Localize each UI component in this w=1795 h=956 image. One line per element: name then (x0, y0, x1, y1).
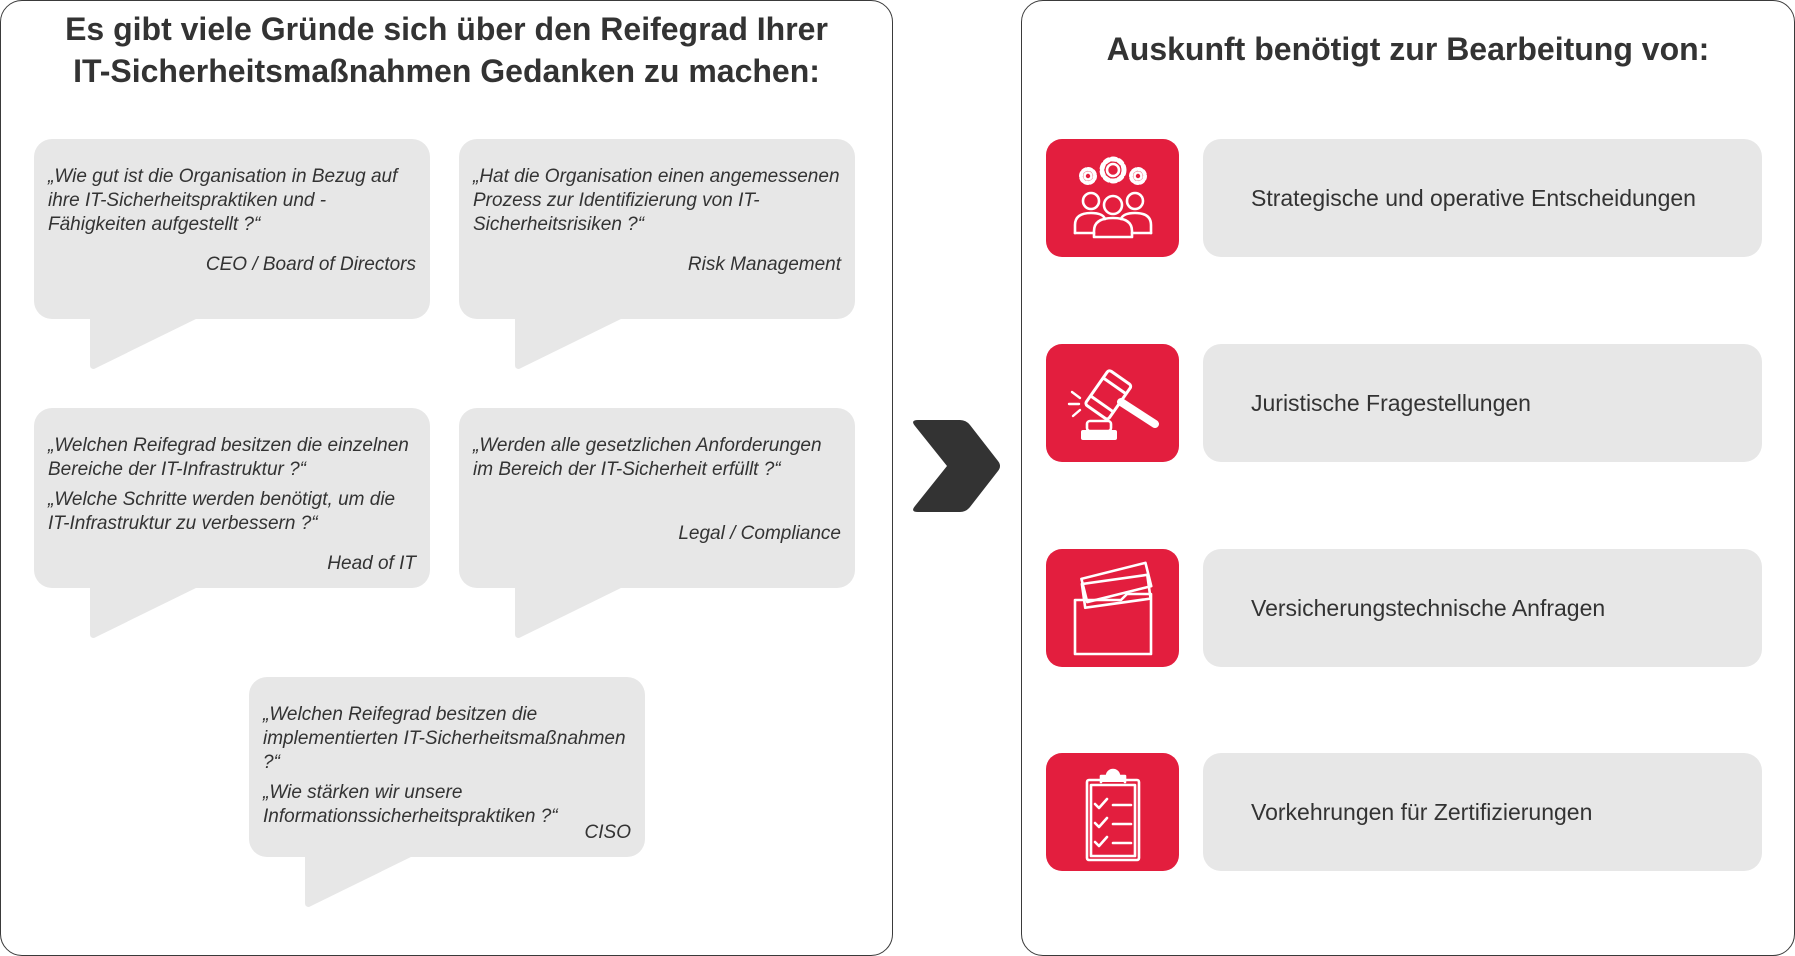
speech-bubble-head-of-it: „Welchen Reifegrad besitzen die einzelne… (34, 408, 430, 638)
bubble-role: Risk Management (687, 254, 841, 275)
speech-bubble-risk-management: „Hat die Organisation einen angemessenen… (459, 139, 855, 369)
bubble-quote: „Welche Schritte werden benötigt, um die… (48, 489, 396, 534)
item-insurance-requests: Versicherungstechnische Anfragen (1203, 549, 1762, 667)
speech-bubble-ceo: „Wie gut ist die Organisation in Bezug a… (34, 139, 430, 369)
bubble-quote: „Welchen Reifegrad besitzen die einzelne… (48, 435, 409, 480)
item-label: Strategische und operative Entscheidunge… (1251, 184, 1696, 211)
bubble-quote: „Wie gut ist die Organisation in Bezug a… (48, 166, 398, 235)
speech-bubble-tail (305, 855, 415, 907)
bubble-role: Head of IT (327, 553, 416, 574)
bubble-role: CISO (584, 822, 631, 843)
speech-bubble-tail (515, 317, 625, 369)
bubble-quote: „Wie stärken wir unsere Informationssich… (263, 782, 558, 827)
speech-bubble-tail (515, 586, 625, 638)
reasons-title-line-1: Es gibt viele Gründe sich über den Reife… (65, 11, 828, 47)
bubble-quote: „Hat die Organisation einen angemessenen… (473, 166, 840, 235)
requirements-title: Auskunft benötigt zur Bearbeitung von: (1106, 31, 1710, 67)
item-label: Vorkehrungen für Zertifizierungen (1251, 798, 1593, 825)
speech-bubble-tail (90, 586, 200, 638)
speech-bubble-ciso: „Welchen Reifegrad besitzen die implemen… (249, 677, 645, 907)
item-certification-preparations: Vorkehrungen für Zertifizierungen (1203, 753, 1762, 871)
reasons-title-line-2: IT-Sicherheitsmaßnahmen Gedanken zu mach… (73, 53, 820, 89)
bubble-role: Legal / Compliance (678, 523, 841, 544)
bubble-quote: „Welchen Reifegrad besitzen die implemen… (263, 704, 626, 773)
speech-bubble-tail (90, 317, 200, 369)
bubble-role: CEO / Board of Directors (205, 254, 416, 275)
gavel-icon (1046, 344, 1179, 462)
speech-bubble-legal-compliance: „Werden alle gesetzlichen Anforderungen … (459, 408, 855, 638)
checklist-clipboard-icon (1046, 753, 1179, 871)
reasons-title: Es gibt viele Gründe sich über den Reife… (20, 8, 873, 92)
chevron-right-icon (913, 420, 1000, 512)
folder-documents-icon (1046, 549, 1179, 667)
item-legal-questions: Juristische Fragestellungen (1203, 344, 1762, 462)
item-strategic-decisions: Strategische und operative Entscheidunge… (1203, 139, 1762, 257)
item-label: Juristische Fragestellungen (1251, 389, 1531, 416)
team-gears-icon (1046, 139, 1179, 257)
bubble-quote: „Werden alle gesetzlichen Anforderungen … (473, 435, 822, 480)
item-label: Versicherungstechnische Anfragen (1251, 594, 1606, 621)
